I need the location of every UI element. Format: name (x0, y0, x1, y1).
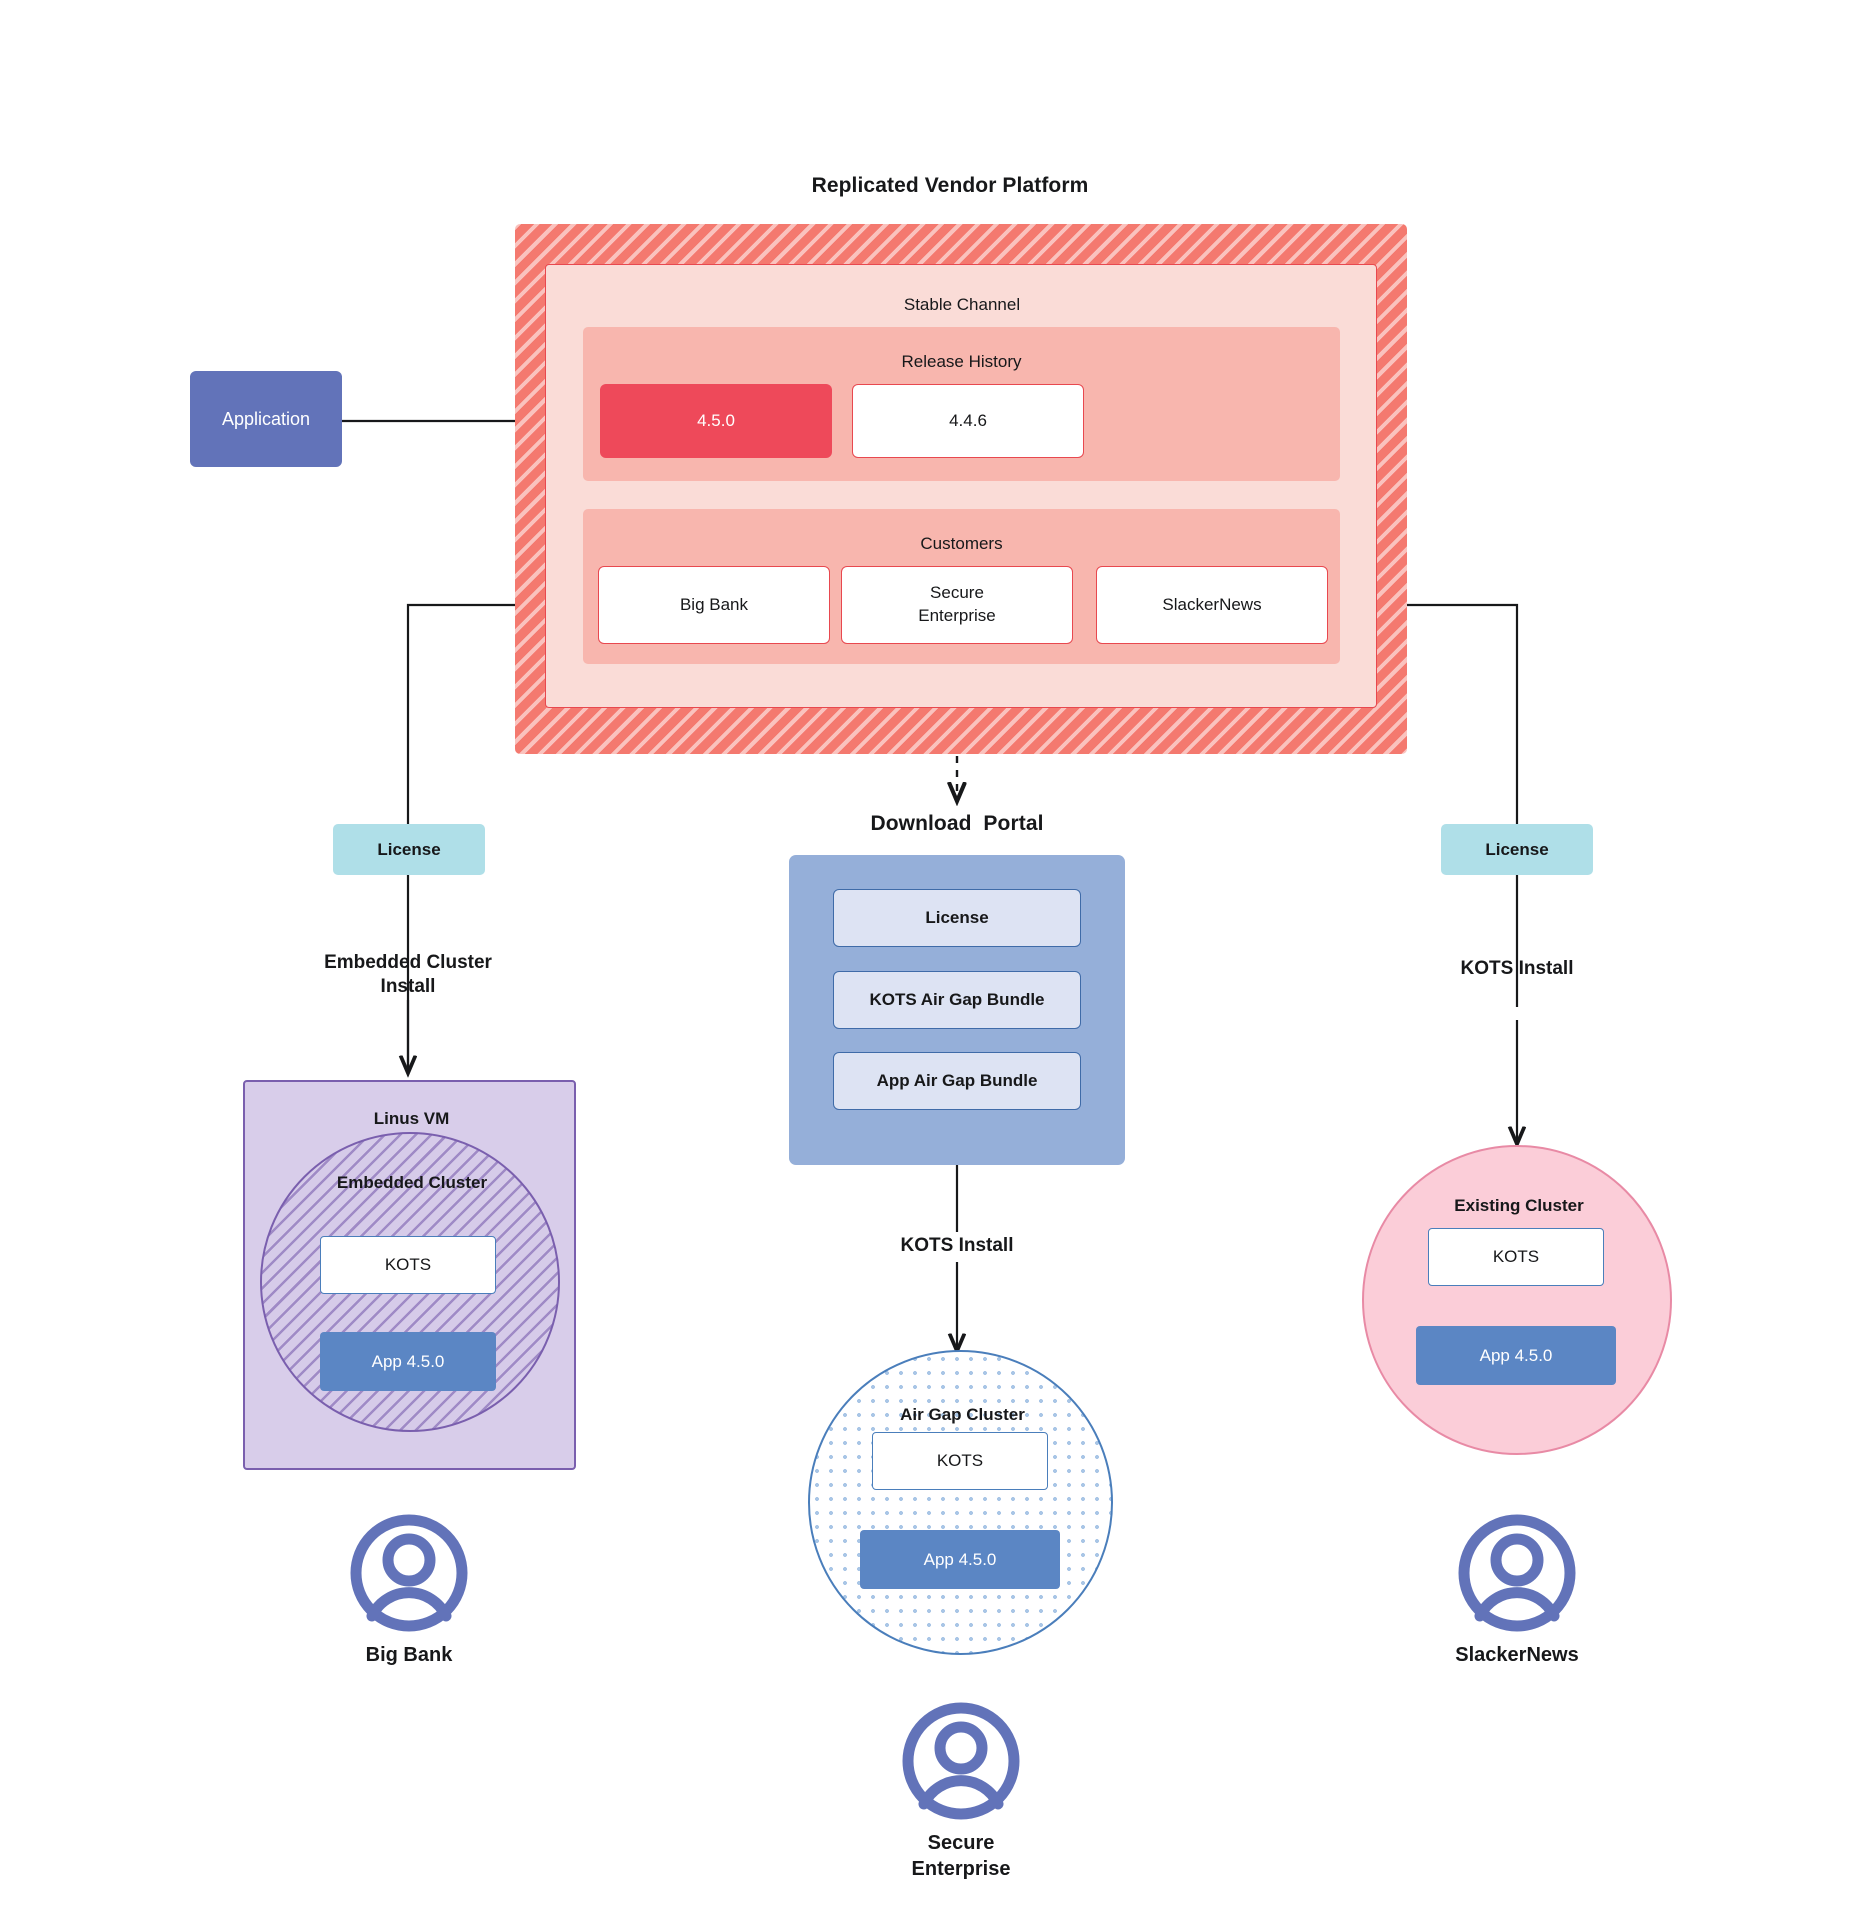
install-label-kots-center: KOTS Install (900, 1235, 1014, 1257)
kots-box-right[interactable]: KOTS (1428, 1228, 1604, 1286)
customers-title: Customers (920, 534, 1003, 553)
avatar-icon-secure-enterprise (902, 1702, 1020, 1820)
persona-label-slackernews: SlackerNews (1455, 1644, 1579, 1666)
embedded-cluster-label: Embedded Cluster (336, 1173, 488, 1192)
install-label-kots-right: KOTS Install (1460, 958, 1574, 980)
persona-label-secure-enterprise: Secure Enterprise (911, 1832, 1011, 1880)
existing-cluster-circle: Existing Cluster (1362, 1145, 1672, 1455)
customer-item-secure-enterprise[interactable]: Secure Enterprise (841, 566, 1073, 644)
release-history-title: Release History (901, 352, 1022, 371)
release-item-previous[interactable]: 4.4.6 (852, 384, 1084, 458)
download-portal-title: Download Portal (870, 812, 1044, 835)
existing-cluster-label: Existing Cluster (1454, 1196, 1584, 1215)
license-chip-left[interactable]: License (333, 824, 485, 875)
kots-box-center[interactable]: KOTS (872, 1432, 1048, 1490)
app-version-box-left[interactable]: App 4.5.0 (320, 1332, 496, 1391)
air-gap-cluster-label: Air Gap Cluster (900, 1405, 1025, 1424)
portal-item-license[interactable]: License (833, 889, 1081, 947)
persona-label-big-bank: Big Bank (365, 1644, 453, 1666)
release-item-current[interactable]: 4.5.0 (600, 384, 832, 458)
customer-item-slackernews[interactable]: SlackerNews (1096, 566, 1328, 644)
portal-item-app-air-gap-bundle[interactable]: App Air Gap Bundle (833, 1052, 1081, 1110)
install-label-embedded-cluster: Embedded Cluster Install (324, 952, 492, 997)
customer-item-big-bank[interactable]: Big Bank (598, 566, 830, 644)
page-title: Replicated Vendor Platform (811, 174, 1089, 197)
application-box[interactable]: Application (190, 371, 342, 467)
app-version-box-right[interactable]: App 4.5.0 (1416, 1326, 1616, 1385)
license-chip-right[interactable]: License (1441, 824, 1593, 875)
kots-box-left[interactable]: KOTS (320, 1236, 496, 1294)
linux-vm-label: Linus VM (373, 1109, 450, 1128)
avatar-icon-slackernews (1458, 1514, 1576, 1632)
avatar-icon-big-bank (350, 1514, 468, 1632)
air-gap-cluster-circle: Air Gap Cluster (808, 1350, 1113, 1655)
stable-channel-title: Stable Channel (903, 295, 1021, 314)
app-version-box-center[interactable]: App 4.5.0 (860, 1530, 1060, 1589)
portal-item-kots-air-gap-bundle[interactable]: KOTS Air Gap Bundle (833, 971, 1081, 1029)
